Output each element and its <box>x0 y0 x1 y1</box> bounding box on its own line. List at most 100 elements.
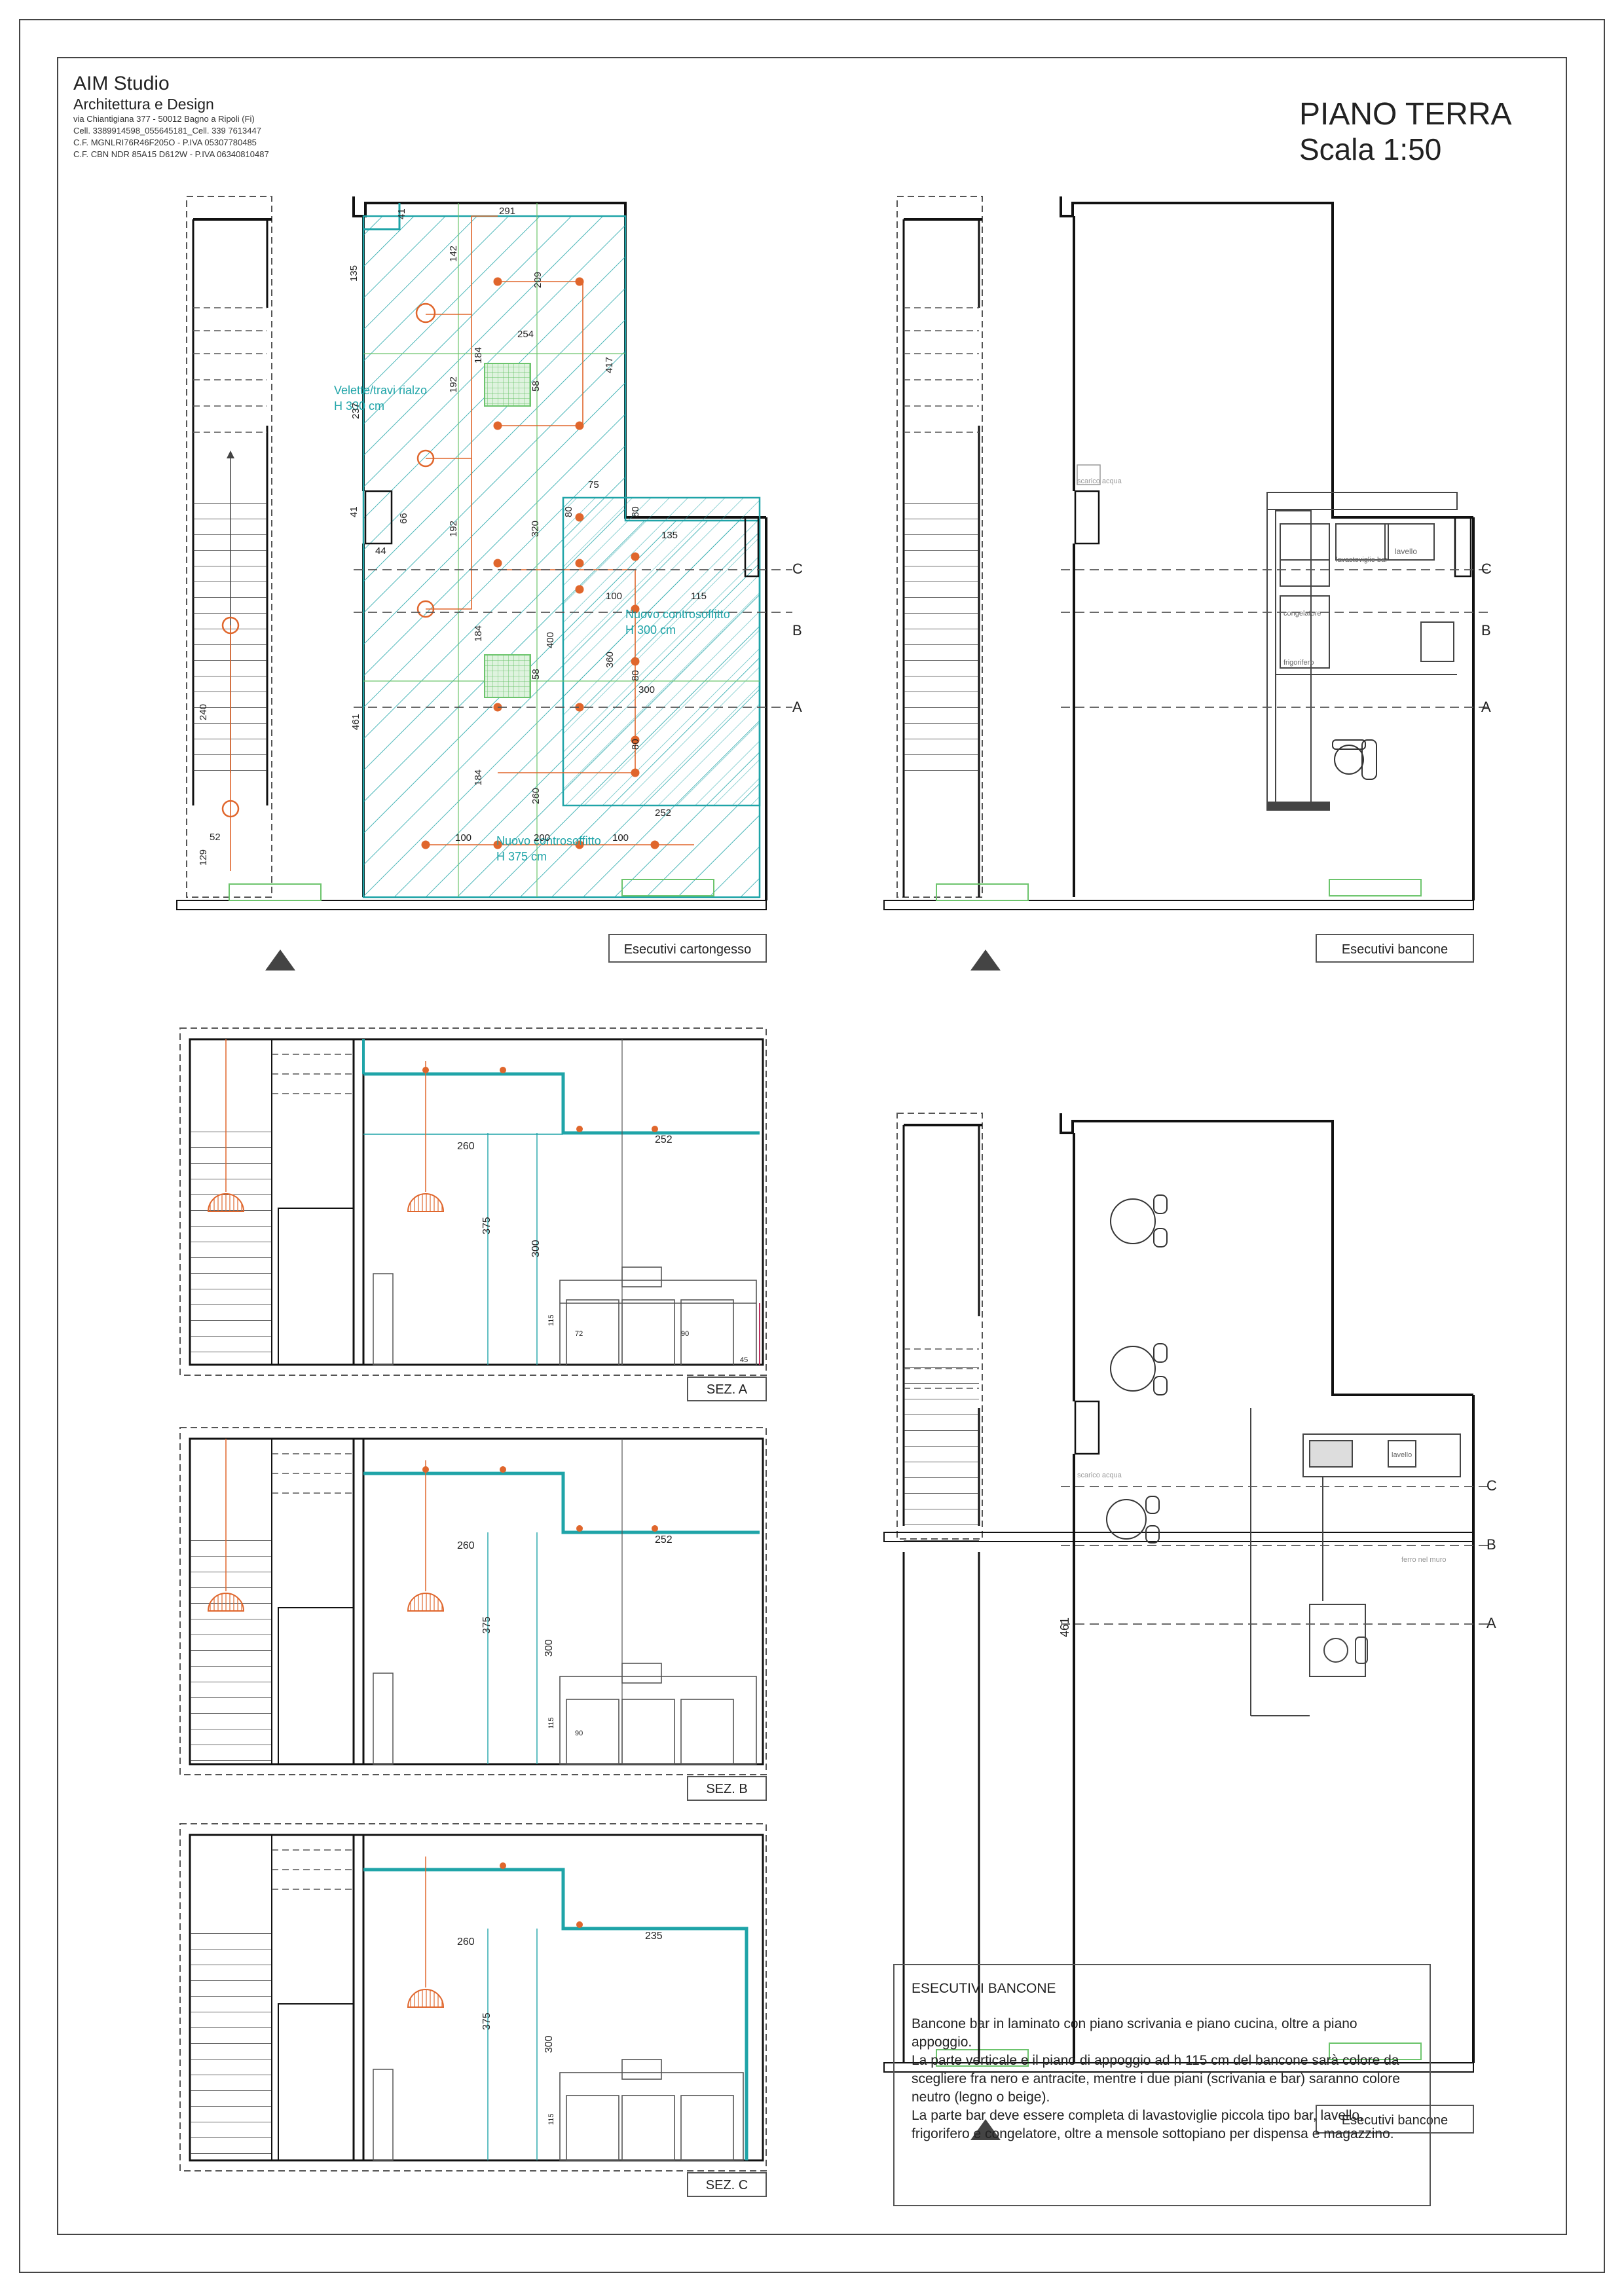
dim-184c: 184 <box>473 769 484 786</box>
dim-300: 300 <box>638 684 655 695</box>
studio-phones: Cell. 3389914598_055645181_Cell. 339 761… <box>73 126 261 136</box>
counter-elevation-c <box>559 2059 744 2161</box>
marker-b-1: B <box>792 622 802 638</box>
plan-3-label: Esecutivi bancone <box>1342 2113 1448 2128</box>
dim-80b: 80 <box>630 506 641 517</box>
dim-360: 360 <box>604 652 616 668</box>
label-ferro-bottom: ferro nel muro <box>1401 1556 1446 1564</box>
sec-b-d300: 300 <box>544 1639 555 1657</box>
dim-320: 320 <box>530 521 541 537</box>
label-congelatore-top: congelatore <box>1283 610 1321 618</box>
sec-a-label: SEZ. A <box>707 1382 748 1397</box>
north-arrow-1 <box>265 950 295 970</box>
dim-184a: 184 <box>473 347 484 363</box>
ceiling-label-2b: H 300 cm <box>625 623 676 637</box>
bistro-table-1 <box>1110 1194 1168 1248</box>
dim-417: 417 <box>604 357 615 373</box>
ceiling-label-1: Velette/travi rialzo <box>334 384 427 397</box>
dim-135b: 135 <box>661 530 678 541</box>
sec-b-label: SEZ. B <box>706 1782 747 1796</box>
sec-c-d375: 375 <box>481 2012 492 2030</box>
dim-41a: 41 <box>396 208 407 219</box>
notes-paragraph-3: La parte bar deve essere completa di lav… <box>912 2108 1394 2141</box>
sec-b-d115: 115 <box>547 1717 555 1729</box>
notes-paragraph-2: La parte verticale e il piano di appoggi… <box>912 2053 1400 2105</box>
sec-a-d300: 300 <box>530 1240 542 1257</box>
sec-a-d45: 45 <box>740 1356 748 1364</box>
dim-58a: 58 <box>530 380 542 392</box>
ceiling-label-2: Nuovo controsoffitto <box>625 608 730 621</box>
plan-1-label-box <box>608 934 767 963</box>
marker-c-2: C <box>1481 561 1492 577</box>
ceiling-hatch <box>229 203 761 901</box>
counter-elevation-b <box>559 1663 757 1765</box>
marker-a-2: A <box>1481 699 1491 715</box>
dim-44: 44 <box>375 545 386 557</box>
door-green-4 <box>1329 879 1422 896</box>
dim-129: 129 <box>198 849 209 866</box>
label-frigorifero-top: frigorifero <box>1283 659 1314 667</box>
dim-80a: 80 <box>563 506 574 517</box>
dim-260: 260 <box>530 788 542 804</box>
studio-address: via Chiantigiana 377 - 50012 Bagno a Rip… <box>73 114 255 124</box>
sheet-scale: Scala 1:50 <box>1299 132 1442 166</box>
section-cut-lines <box>354 569 792 708</box>
pendant-markers <box>221 303 436 818</box>
marker-b-2: B <box>1481 622 1491 638</box>
studio-name: AIM Studio <box>73 73 170 94</box>
section-a: 260 252 375 300 115 72 90 45 SEZ. A <box>179 1027 767 1401</box>
sec-c-d235: 235 <box>645 1931 663 1942</box>
plan-3-label-box <box>1316 2105 1474 2134</box>
plan-2-label: Esecutivi bancone <box>1342 942 1448 957</box>
marker-c-1: C <box>792 561 803 577</box>
sec-c-d300: 300 <box>544 2035 555 2053</box>
sec-a-d252: 252 <box>655 1134 673 1145</box>
marker-a-1: A <box>792 699 802 715</box>
dim-80c: 80 <box>630 670 641 681</box>
section-c: 260 235 375 300 115 SEZ. C <box>179 1823 767 2197</box>
door-green-5 <box>936 2049 1029 2067</box>
dim-400: 400 <box>545 632 556 648</box>
dim-461: 461 <box>350 714 361 730</box>
notes-paragraph-1: Bancone bar in laminato con piano scriva… <box>912 2016 1357 2050</box>
plan-2-label-box <box>1316 934 1474 963</box>
studio-tax-2: C.F. CBN NDR 85A15 D612W - P.IVA 0634081… <box>73 149 269 159</box>
marker-b-3: B <box>1486 1536 1496 1553</box>
label-lavello-top: lavello <box>1395 547 1417 556</box>
section-cut-lines-2 <box>1061 569 1493 708</box>
north-arrow-2 <box>970 950 1001 970</box>
dim-52: 52 <box>210 832 221 843</box>
dim-240: 240 <box>198 704 209 720</box>
dim-135a: 135 <box>348 265 360 282</box>
walls-lower <box>883 1532 1475 2073</box>
bar-counter-plan <box>1266 492 1458 811</box>
dim-142: 142 <box>448 246 459 262</box>
dim-254: 254 <box>517 329 534 340</box>
scarico-box <box>1077 464 1101 485</box>
label-scarico-top: scarico acqua <box>1077 477 1122 485</box>
dim-200: 200 <box>534 832 550 843</box>
door-green-3 <box>936 883 1029 901</box>
dim-115: 115 <box>691 591 707 602</box>
dim-75: 75 <box>588 479 599 490</box>
wall-notch <box>364 490 760 578</box>
counter-elevation-a <box>559 1266 757 1366</box>
sec-b-d375: 375 <box>481 1616 492 1634</box>
notes-box: ESECUTIVI BANCONE Bancone bar in laminat… <box>893 1964 1431 2206</box>
sheet-title: PIANO TERRA <box>1299 97 1512 132</box>
notes-title: ESECUTIVI BANCONE <box>912 1981 1056 1996</box>
sec-a-d90: 90 <box>681 1330 689 1338</box>
plan-1-dimensions: 291 41 135 142 209 254 184 192 58 417 23… <box>198 206 707 866</box>
section-b: 260 252 375 300 115 90 SEZ. B <box>179 1427 767 1801</box>
dim-461-bottom: 461 <box>1058 1617 1071 1637</box>
dim-184b: 184 <box>473 625 484 642</box>
bistro-table-3 <box>1106 1496 1160 1543</box>
dim-100b: 100 <box>455 832 471 843</box>
dim-100a: 100 <box>606 591 622 602</box>
ceiling-label-3: Nuovo controsoffitto <box>496 834 601 847</box>
ceiling-label-1b: H 330 cm <box>334 399 384 413</box>
dim-291: 291 <box>499 206 515 217</box>
sec-b-d252: 252 <box>655 1534 673 1545</box>
